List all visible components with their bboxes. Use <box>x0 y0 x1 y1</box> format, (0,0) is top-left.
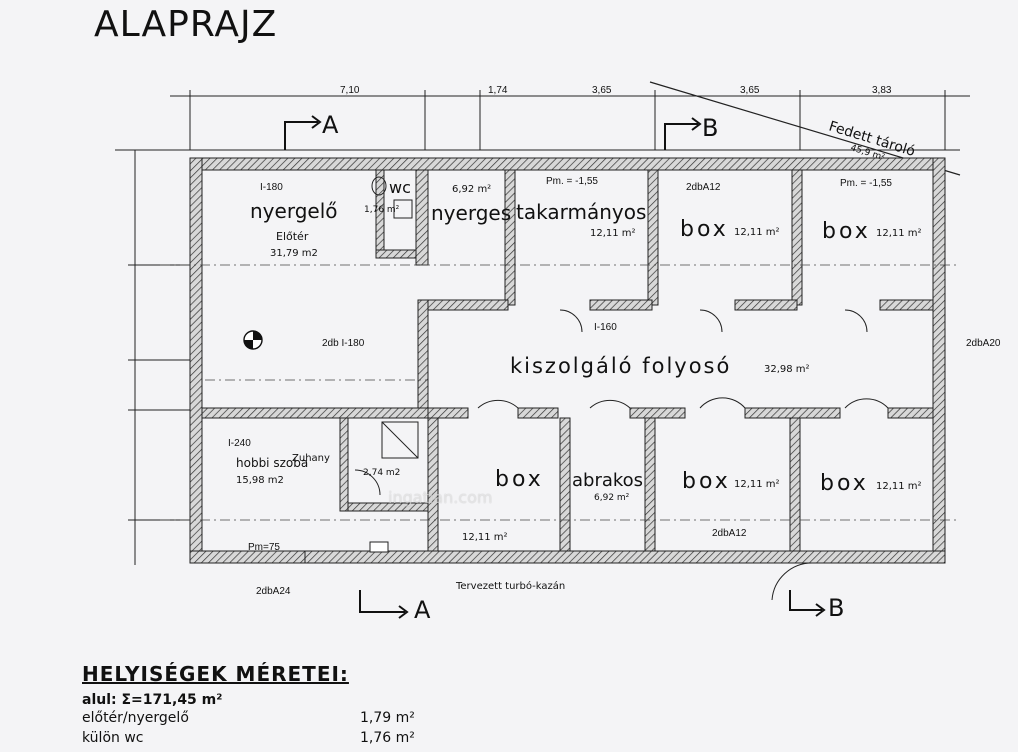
legend-heading: HELYISÉGEK MÉRETEI: <box>82 662 349 686</box>
room-hobbi: hobbi szoba <box>236 456 308 470</box>
room-takarmanyos: takarmányos <box>516 200 646 224</box>
note-pm-top-1: Pm. = -1,55 <box>546 176 598 187</box>
section-b-top-label: B <box>702 114 718 142</box>
dim-7-10: 7,10 <box>340 85 360 96</box>
room-folyoso-area: 32,98 m² <box>764 364 810 375</box>
left-dimension-line <box>128 150 190 565</box>
note-pm-bottom: Pm=75 <box>248 542 280 553</box>
floor-plan: 7,10 1,74 3,65 3,65 3,83 <box>115 81 1001 624</box>
room-nyergelo: nyergelő <box>250 199 337 223</box>
room-hobbi-area: 15,98 m2 <box>236 475 284 486</box>
legend-row-value: 1,76 m² <box>360 730 415 746</box>
section-a-top-label: A <box>322 111 339 139</box>
room-box-top-2-area: 12,11 m² <box>876 228 922 239</box>
room-box-top-2: box <box>822 219 871 244</box>
section-b-top-arrow <box>664 117 702 150</box>
room-box-bottom-3-area: 12,11 m² <box>876 481 922 492</box>
note-dbi180: 2db I-180 <box>322 338 365 349</box>
dim-3-83: 3,83 <box>872 85 892 96</box>
section-a-bottom-arrow <box>359 590 409 619</box>
note-dba24: 2dbA24 <box>256 586 291 597</box>
shower-symbol <box>381 421 419 459</box>
room-folyoso: kiszolgáló folyosó <box>510 354 731 378</box>
boiler-symbol <box>369 541 389 553</box>
room-box-bottom-1: box <box>495 467 544 492</box>
room-wc: wc <box>389 178 411 197</box>
walls <box>189 157 946 564</box>
room-zuhany-area: 2,74 m2 <box>363 468 400 478</box>
section-b-bottom-label: B <box>828 594 844 622</box>
room-box-bottom-2-area: 12,11 m² <box>734 479 780 490</box>
watermark: ingatlan.com <box>388 488 493 507</box>
note-pm-top-2: Pm. = -1,55 <box>840 178 892 189</box>
page-title: ALAPRAJZ <box>94 4 278 45</box>
room-nyerges-area: 6,92 m² <box>452 184 491 195</box>
column-marker <box>243 330 263 350</box>
room-nyerges: nyerges <box>431 201 511 225</box>
legend-row-name: külön wc <box>82 730 144 746</box>
note-i180: I-180 <box>260 182 283 193</box>
boiler-label: Tervezett turbó-kazán <box>455 580 565 592</box>
dim-1-74: 1,74 <box>488 85 508 96</box>
room-box-bottom-1-area: 12,11 m² <box>462 532 508 543</box>
room-size-legend: HELYISÉGEK MÉRETEI: alul: Σ=171,45 m² el… <box>82 662 782 748</box>
top-dimension-line <box>115 90 970 151</box>
legend-total: alul: Σ=171,45 m² <box>82 692 223 708</box>
room-eloter-area: 31,79 m2 <box>270 248 318 259</box>
note-dba12-bottom: 2dbA12 <box>712 528 747 539</box>
room-box-top-1: box <box>680 217 729 242</box>
section-a-bottom-label: A <box>414 596 431 624</box>
room-wc-area: 1,76 m² <box>364 205 400 215</box>
door-swings <box>354 309 889 601</box>
room-box-bottom-2: box <box>682 469 731 494</box>
legend-row: előtér/nyergelő 1,79 m² <box>82 708 782 728</box>
note-i160: I-160 <box>594 322 617 333</box>
section-b-bottom-arrow <box>789 590 826 617</box>
legend-row: külön wc 1,76 m² <box>82 728 782 748</box>
room-abrakos-area: 6,92 m² <box>594 493 630 503</box>
legend-row-value: 1,79 m² <box>360 710 415 726</box>
dim-3-65-a: 3,65 <box>592 85 612 96</box>
room-box-bottom-3: box <box>820 471 869 496</box>
dim-3-65-b: 3,65 <box>740 85 760 96</box>
wc-symbol <box>371 176 413 219</box>
axis-lines <box>160 264 960 521</box>
room-box-top-1-area: 12,11 m² <box>734 227 780 238</box>
room-takarmanyos-area: 12,11 m² <box>590 228 636 239</box>
note-dba12-top: 2dbA12 <box>686 182 721 193</box>
room-eloter: Előtér <box>276 230 309 243</box>
legend-row-name: előtér/nyergelő <box>82 710 189 726</box>
note-dba20: 2dbA20 <box>966 338 1001 349</box>
section-a-top-arrow <box>284 115 322 150</box>
room-zuhany: Zuhany <box>292 453 330 464</box>
room-abrakos: abrakos <box>572 470 643 491</box>
note-i240: I-240 <box>228 438 251 449</box>
